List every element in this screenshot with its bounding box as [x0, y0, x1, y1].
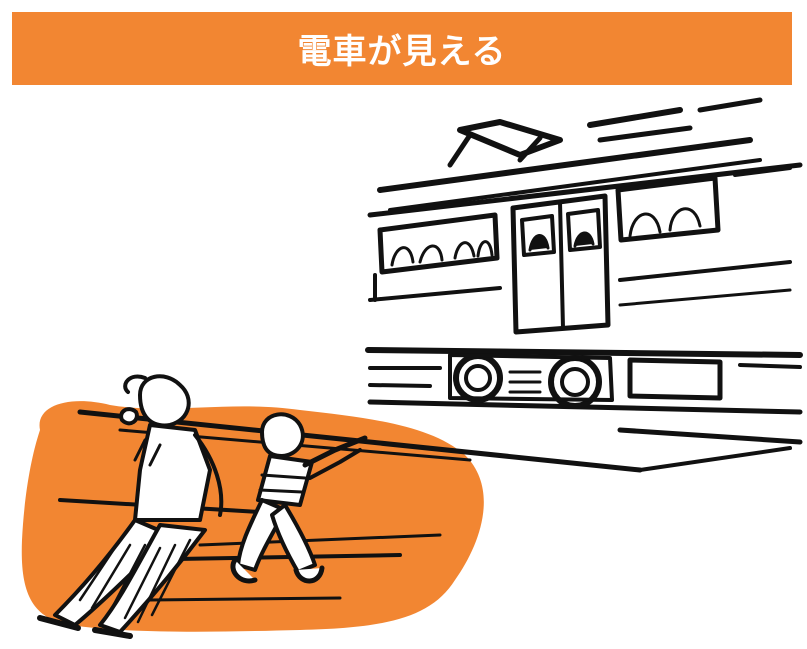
- page-title: 電車が見える: [297, 32, 507, 72]
- child-figure: [230, 412, 368, 584]
- adult-figure: [37, 374, 224, 639]
- header-banner: 電車が見える: [12, 12, 792, 85]
- train-drawing: [365, 97, 803, 445]
- train-watching-illustration: [21, 97, 803, 639]
